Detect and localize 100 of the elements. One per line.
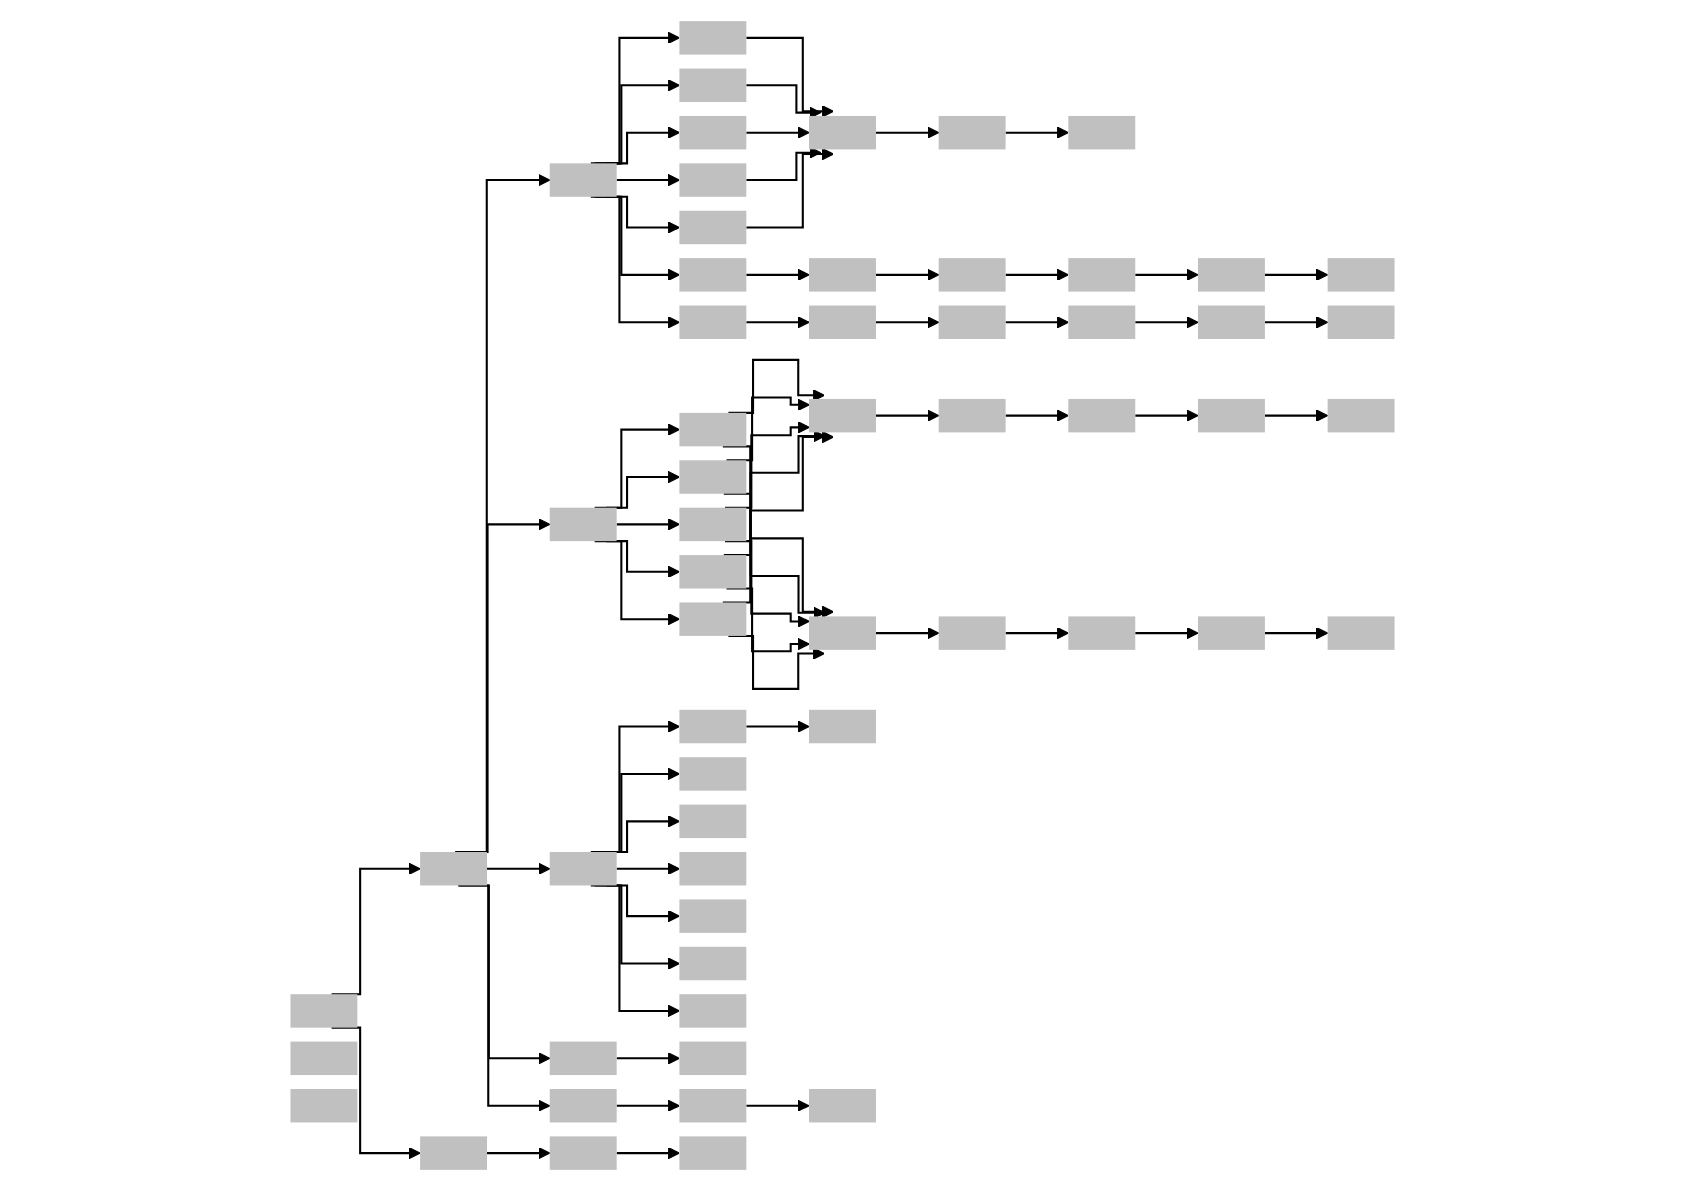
node-box bbox=[290, 1089, 358, 1123]
node-box bbox=[679, 899, 747, 933]
node-box bbox=[679, 804, 747, 839]
node-box bbox=[809, 115, 876, 150]
arrow bbox=[616, 1099, 680, 1112]
node-box bbox=[679, 210, 747, 245]
arrow bbox=[1005, 409, 1069, 422]
arrow bbox=[594, 79, 680, 165]
node-box bbox=[1327, 398, 1395, 433]
arrow bbox=[875, 627, 940, 640]
arrow bbox=[746, 268, 810, 281]
arrow bbox=[1264, 627, 1329, 640]
arrow bbox=[594, 540, 680, 626]
node-box bbox=[1327, 258, 1395, 292]
node-box bbox=[1327, 305, 1395, 339]
node-box bbox=[549, 507, 617, 542]
node-box bbox=[809, 709, 876, 744]
arrow bbox=[594, 423, 680, 509]
arrow bbox=[723, 492, 826, 619]
node-box bbox=[679, 507, 747, 542]
node-box bbox=[679, 21, 747, 55]
arrow bbox=[728, 634, 825, 690]
node-box bbox=[549, 852, 617, 886]
arrow bbox=[1264, 316, 1329, 329]
arrow bbox=[590, 195, 680, 329]
arrow bbox=[1135, 268, 1199, 281]
node-box bbox=[679, 163, 747, 197]
arrow bbox=[1135, 409, 1199, 422]
node-box bbox=[679, 709, 747, 744]
arrow bbox=[590, 720, 680, 854]
node-box bbox=[1198, 305, 1265, 339]
arrow bbox=[725, 421, 810, 509]
arrow bbox=[487, 862, 551, 875]
node-box bbox=[679, 460, 747, 494]
arrow bbox=[725, 540, 810, 628]
node-box bbox=[809, 398, 876, 433]
node-box bbox=[679, 258, 747, 292]
arrow bbox=[746, 1099, 810, 1112]
node-box bbox=[1068, 258, 1136, 292]
node-box bbox=[1068, 616, 1136, 650]
arrow bbox=[726, 396, 810, 462]
arrow bbox=[590, 884, 680, 1018]
arrow bbox=[458, 884, 551, 1112]
node-box bbox=[679, 115, 747, 150]
node-box bbox=[1068, 305, 1136, 339]
node-box bbox=[679, 555, 747, 589]
arrow bbox=[746, 316, 810, 329]
node-box bbox=[290, 1041, 358, 1076]
arrow bbox=[616, 173, 680, 187]
arrow bbox=[331, 1026, 421, 1160]
node-box bbox=[1198, 398, 1265, 433]
node-box bbox=[938, 258, 1006, 292]
node-box bbox=[420, 852, 487, 886]
arrow bbox=[1135, 316, 1199, 329]
node-box bbox=[679, 757, 747, 791]
node-box bbox=[549, 1041, 617, 1076]
arrow bbox=[746, 126, 810, 139]
arrow bbox=[606, 126, 680, 165]
node-box bbox=[938, 305, 1006, 339]
node-box bbox=[679, 994, 747, 1028]
node-box bbox=[549, 1136, 617, 1170]
arrow bbox=[1005, 126, 1069, 139]
node-box bbox=[809, 305, 876, 339]
arrow bbox=[746, 146, 822, 182]
node-box bbox=[1068, 398, 1136, 433]
arrow bbox=[746, 720, 810, 733]
arrow bbox=[455, 173, 551, 854]
node-box bbox=[938, 398, 1006, 433]
node-box bbox=[679, 1089, 747, 1123]
arrow bbox=[616, 1052, 680, 1065]
arrow bbox=[1005, 268, 1069, 281]
node-box bbox=[679, 602, 747, 636]
arrow bbox=[722, 430, 835, 604]
arrow bbox=[746, 36, 835, 118]
node-box bbox=[679, 852, 747, 886]
node-box bbox=[290, 994, 358, 1028]
arrow bbox=[331, 862, 421, 996]
arrow bbox=[616, 862, 680, 875]
arrow bbox=[1264, 409, 1329, 422]
arrow bbox=[875, 316, 940, 329]
node-box bbox=[1327, 616, 1395, 650]
arrow bbox=[487, 1147, 551, 1160]
arrow bbox=[726, 587, 810, 653]
node-box bbox=[679, 305, 747, 339]
node-box bbox=[679, 1136, 747, 1170]
arrow bbox=[1005, 316, 1069, 329]
arrow bbox=[616, 1147, 680, 1160]
arrow bbox=[746, 147, 835, 229]
node-box bbox=[679, 68, 747, 102]
arrow bbox=[606, 470, 680, 509]
arrow bbox=[875, 268, 940, 281]
arrow bbox=[875, 126, 940, 139]
arrow bbox=[616, 518, 680, 531]
node-box bbox=[1068, 115, 1136, 150]
node-box bbox=[809, 616, 876, 650]
arrow bbox=[590, 31, 680, 165]
node-box bbox=[938, 115, 1006, 150]
node-box bbox=[420, 1136, 487, 1170]
node-box bbox=[809, 258, 876, 292]
arrow bbox=[728, 358, 825, 414]
